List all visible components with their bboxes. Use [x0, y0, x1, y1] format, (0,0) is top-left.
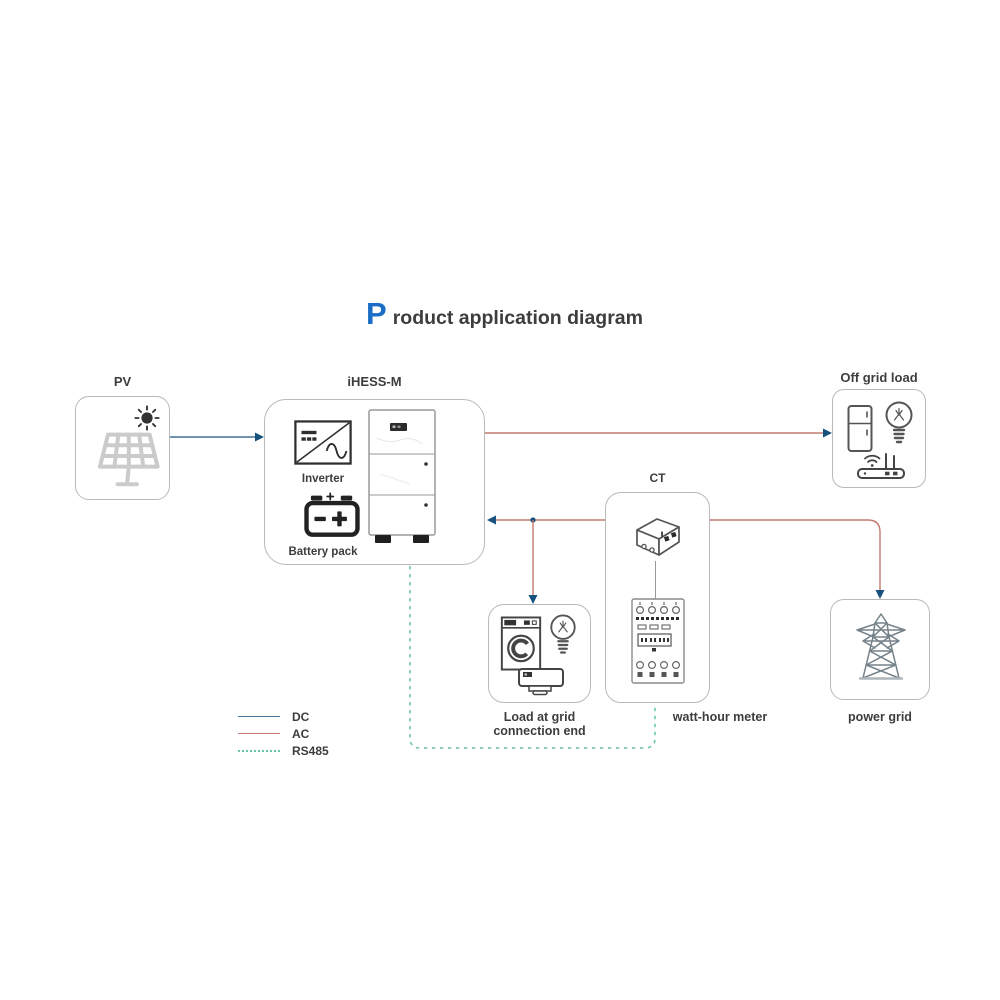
grid-load-label-line2: connection end: [493, 724, 586, 738]
legend-ac-label: AC: [292, 726, 310, 741]
title-text: roduct application diagram: [392, 307, 643, 329]
sun-icon: [134, 405, 160, 431]
solar-panel-icon: [98, 432, 160, 487]
grid-load-label-line1: Load at grid: [503, 710, 576, 724]
grid-load-box: [488, 604, 591, 703]
legend-ac-line-swatch: [238, 733, 280, 734]
ct-box: [605, 492, 710, 703]
arrow-into-ihess-right: [487, 515, 496, 525]
ihess-label: iHESS-M: [347, 374, 402, 389]
ct-sensor-icon: [636, 518, 680, 556]
legend-rs485-label: RS485: [292, 743, 329, 758]
wire-ac-grid-right: [709, 519, 881, 591]
off-grid-load-box: [832, 389, 926, 488]
ct-to-meter-connector: [655, 561, 656, 599]
transmission-tower-icon: [856, 613, 906, 680]
pv-label: PV: [113, 374, 132, 389]
gridload-bulb-icon: [550, 614, 576, 654]
arrow-into-powergrid: [875, 590, 885, 599]
inverter-icon: [294, 420, 352, 465]
fridge-icon: [847, 405, 873, 452]
battery-icon: [304, 492, 360, 537]
arrow-into-gridload: [528, 595, 538, 604]
power-grid-box: [830, 599, 930, 700]
battery-pack-label: Battery pack: [288, 546, 358, 558]
offgrid-bulb-icon: [885, 401, 913, 444]
legend-item-ac: AC: [238, 725, 329, 742]
title-accent-letter: P: [366, 296, 387, 331]
legend: DC AC RS485: [238, 708, 329, 759]
ihess-box: Inverter Battery pack: [264, 399, 485, 565]
arrow-into-ihess-left: [255, 432, 264, 442]
legend-rs485-line-swatch: [238, 749, 280, 752]
off-grid-load-label: Off grid load: [840, 370, 918, 385]
grid-load-label: Load at grid connection end: [477, 710, 602, 738]
inverter-label: Inverter: [301, 473, 345, 485]
wifi-router-icon: [857, 453, 905, 479]
page-title: P roduct application diagram: [366, 296, 643, 331]
legend-item-dc: DC: [238, 708, 329, 725]
battery-tower-image: [368, 409, 436, 543]
pv-box: [75, 396, 170, 500]
power-grid-label: power grid: [848, 710, 912, 724]
watt-hour-meter-label: watt-hour meter: [672, 710, 768, 724]
legend-item-rs485: RS485: [238, 742, 329, 759]
watt-hour-meter-icon: [631, 598, 685, 684]
ac-unit-icon: [518, 668, 564, 696]
ct-label: CT: [649, 471, 666, 485]
arrow-into-offgrid: [823, 428, 832, 438]
legend-dc-line-swatch: [238, 716, 280, 717]
wire-rs485: [409, 566, 656, 749]
legend-dc-label: DC: [292, 709, 310, 724]
